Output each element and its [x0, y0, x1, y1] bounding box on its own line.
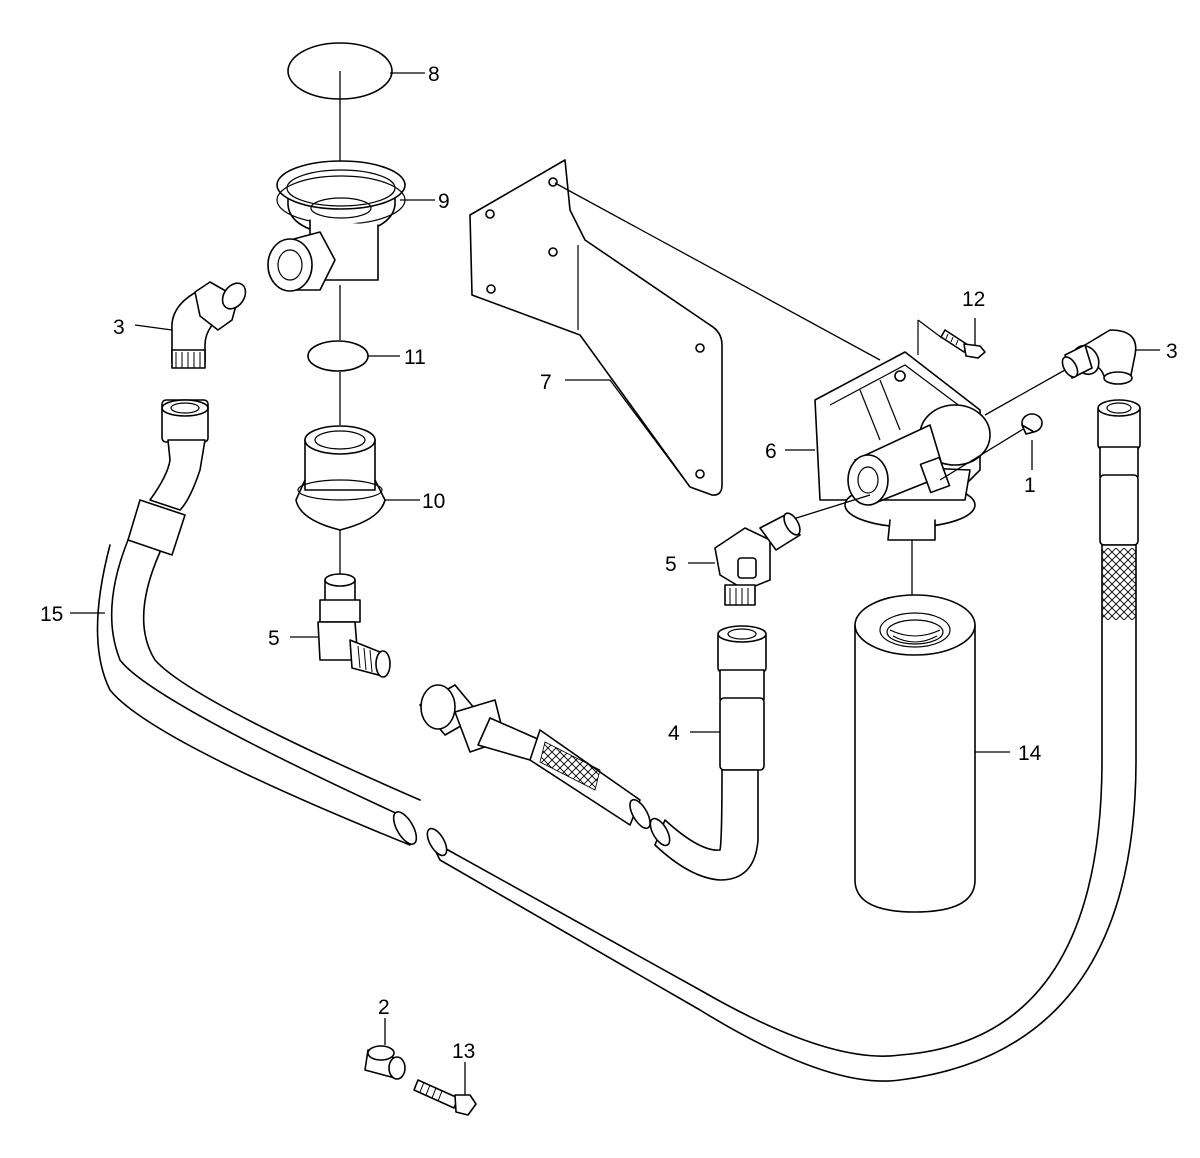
callout-leaders	[70, 72, 1160, 753]
part-2-spacer	[364, 1018, 406, 1080]
part-7-mounting-bracket	[469, 159, 881, 496]
callout-15: 15	[40, 603, 63, 626]
part-12-bolt	[940, 329, 986, 359]
hose-right	[426, 399, 1141, 1082]
part-13-bolt	[413, 1062, 477, 1116]
callout-7: 7	[540, 371, 552, 394]
part-5-elbow-fitting-upper	[714, 512, 801, 606]
callout-10: 10	[422, 490, 445, 513]
callout-5-lower: 5	[268, 627, 280, 650]
callout-3-right: 3	[1166, 340, 1178, 363]
callout-1: 1	[1024, 474, 1036, 497]
part-3-elbow-left	[171, 281, 247, 369]
part-15-hose-left	[96, 399, 421, 846]
part-11-o-ring	[307, 340, 369, 425]
callout-5-upper: 5	[665, 553, 677, 576]
callout-4: 4	[668, 722, 680, 745]
callout-6: 6	[765, 440, 777, 463]
part-5-elbow-fitting-lower	[317, 573, 391, 678]
callout-2: 2	[378, 996, 390, 1019]
part-4-hose	[649, 625, 767, 881]
callout-9: 9	[438, 190, 450, 213]
callout-labels: 1 2 3 3 4 5 5 6 7 8 9 10 11 12 13 14 15	[40, 63, 1178, 1063]
part-9-filter-head	[267, 160, 406, 340]
callout-11: 11	[404, 346, 426, 369]
callout-14: 14	[1018, 742, 1042, 765]
part-10-filter-bowl	[295, 425, 386, 575]
part-14-filter-element	[854, 594, 976, 913]
callout-13: 13	[452, 1040, 475, 1063]
callout-12: 12	[962, 288, 985, 311]
part-1-plug	[1021, 413, 1043, 435]
part-8-gasket	[287, 42, 393, 190]
part-3-elbow-right	[1061, 329, 1137, 385]
callout-3-left: 3	[113, 316, 125, 339]
hose-middle-segment	[419, 684, 651, 830]
callout-8: 8	[428, 63, 440, 86]
part-6-filter-mount	[789, 319, 1066, 640]
